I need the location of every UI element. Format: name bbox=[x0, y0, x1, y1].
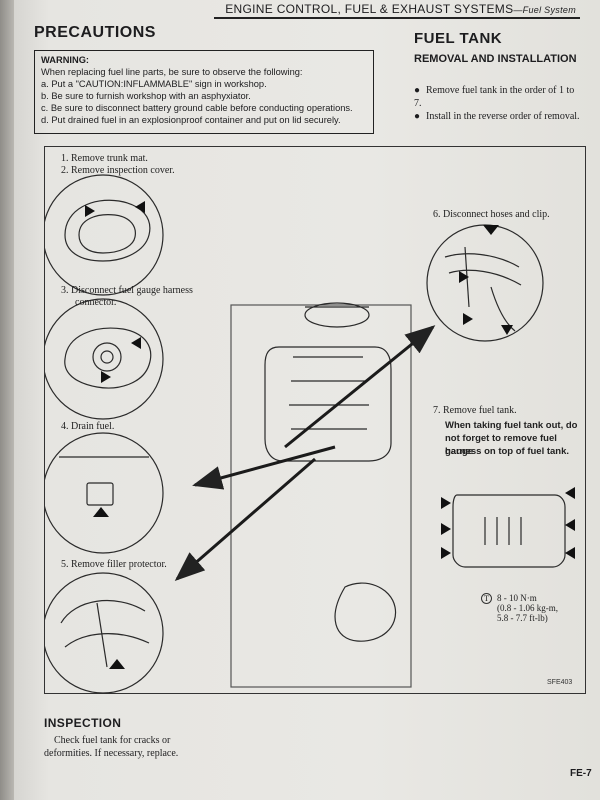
torque-spec-line: 5.8 - 7.7 ft-lb) bbox=[497, 613, 548, 623]
location-arrow-icon bbox=[483, 225, 499, 235]
step-3-label-cont: connector. bbox=[75, 297, 117, 308]
warning-item-b: b. Be sure to furnish workshop with an a… bbox=[41, 91, 251, 101]
warning-title: WARNING: bbox=[41, 55, 90, 65]
inspection-text: Check fuel tank for cracks or deformitie… bbox=[44, 735, 179, 759]
torque-icon: T bbox=[481, 593, 492, 604]
removal-installation-heading: REMOVAL AND INSTALLATION bbox=[414, 53, 577, 65]
warning-item-c: c. Be sure to disconnect battery ground … bbox=[41, 103, 353, 113]
bullet-item: ● Install in the reverse order of removal… bbox=[414, 110, 584, 123]
fuel-tank-outline bbox=[452, 494, 566, 568]
location-arrow-icon bbox=[109, 659, 125, 669]
warning-item-d: d. Put drained fuel in an explosionproof… bbox=[41, 115, 341, 125]
bullet-text: Install in the reverse order of removal. bbox=[426, 111, 580, 122]
torque-spec-line: (0.8 - 1.06 kg-m, bbox=[497, 603, 558, 613]
center-fuel-tank bbox=[264, 346, 392, 462]
location-arrow-icon bbox=[85, 205, 95, 217]
warning-box: WARNING: When replacing fuel line parts,… bbox=[34, 50, 374, 134]
diagram-illustration bbox=[45, 174, 575, 694]
fuel-tank-diagram: 1. Remove trunk mat. 2. Remove inspectio… bbox=[44, 146, 586, 694]
step-7-note-line: When taking fuel tank out, do bbox=[445, 420, 578, 431]
bullet-icon: ● bbox=[414, 85, 421, 96]
step-3-label: 3. Disconnect fuel gauge harness bbox=[61, 285, 193, 296]
location-arrow-icon bbox=[441, 523, 451, 535]
location-arrow-icon bbox=[565, 519, 575, 531]
location-arrow-icon bbox=[131, 337, 141, 349]
page-binding bbox=[0, 0, 14, 800]
page-number: FE-7 bbox=[570, 768, 592, 779]
location-arrow-icon bbox=[501, 325, 513, 335]
step-5-label: 5. Remove filler protector. bbox=[61, 559, 167, 570]
bullet-icon: ● bbox=[414, 111, 421, 122]
pointer-arrow-filler bbox=[174, 457, 316, 581]
location-arrow-icon bbox=[565, 547, 575, 559]
detail-circle-gauge-connector bbox=[45, 298, 164, 420]
warning-item-a: a. Put a "CAUTION:INFLAMMABLE" sign in w… bbox=[41, 79, 267, 89]
location-arrow-icon bbox=[441, 497, 451, 509]
location-arrow-icon bbox=[459, 271, 469, 283]
step-7-note-line: not forget to remove fuel gauge bbox=[445, 433, 557, 457]
inspection-heading: INSPECTION bbox=[44, 716, 122, 730]
detail-circle-hoses bbox=[426, 224, 544, 342]
location-arrow-icon bbox=[93, 507, 109, 517]
precautions-heading: PRECAUTIONS bbox=[34, 24, 156, 41]
fuel-tank-heading: FUEL TANK bbox=[414, 30, 503, 47]
detail-circle-inspection-cover bbox=[45, 174, 164, 296]
header-rule bbox=[214, 17, 580, 19]
header-title: ENGINE CONTROL, FUEL & EXHAUST SYSTEMS bbox=[225, 2, 514, 16]
bullet-item: ●Remove fuel tank in the order of 1 to 7… bbox=[414, 84, 584, 110]
location-arrow-icon bbox=[565, 487, 575, 499]
location-arrow-icon bbox=[101, 371, 111, 383]
location-arrow-icon bbox=[135, 201, 145, 213]
torque-spec-line: 8 - 10 N·m bbox=[497, 593, 537, 603]
step-1-label: 1. Remove trunk mat. bbox=[61, 153, 148, 164]
step-7-note-line: harness on top of fuel tank. bbox=[445, 446, 570, 457]
step-2-label: 2. Remove inspection cover. bbox=[61, 165, 175, 176]
bullet-text: Remove fuel tank in the order of 1 to 7. bbox=[414, 85, 575, 109]
step-6-label: 6. Disconnect hoses and clip. bbox=[433, 209, 550, 220]
detail-circle-drain bbox=[45, 432, 164, 554]
location-arrow-icon bbox=[441, 547, 451, 559]
pointer-arrow-drain bbox=[192, 445, 336, 490]
underbody-frame bbox=[230, 304, 412, 688]
location-arrow-icon bbox=[463, 313, 473, 325]
detail-circle-filler-protector bbox=[45, 572, 164, 694]
pointer-arrow-hoses bbox=[284, 325, 436, 449]
manual-page: ENGINE CONTROL, FUEL & EXHAUST SYSTEMS—F… bbox=[14, 0, 600, 800]
step-4-label: 4. Drain fuel. bbox=[61, 421, 115, 432]
warning-intro: When replacing fuel line parts, be sure … bbox=[41, 67, 303, 77]
figure-code: SFE403 bbox=[547, 679, 573, 686]
step-7-label: 7. Remove fuel tank. bbox=[433, 405, 517, 416]
header-subtitle: —Fuel System bbox=[513, 5, 576, 15]
page-header: ENGINE CONTROL, FUEL & EXHAUST SYSTEMS—F… bbox=[214, 2, 576, 16]
